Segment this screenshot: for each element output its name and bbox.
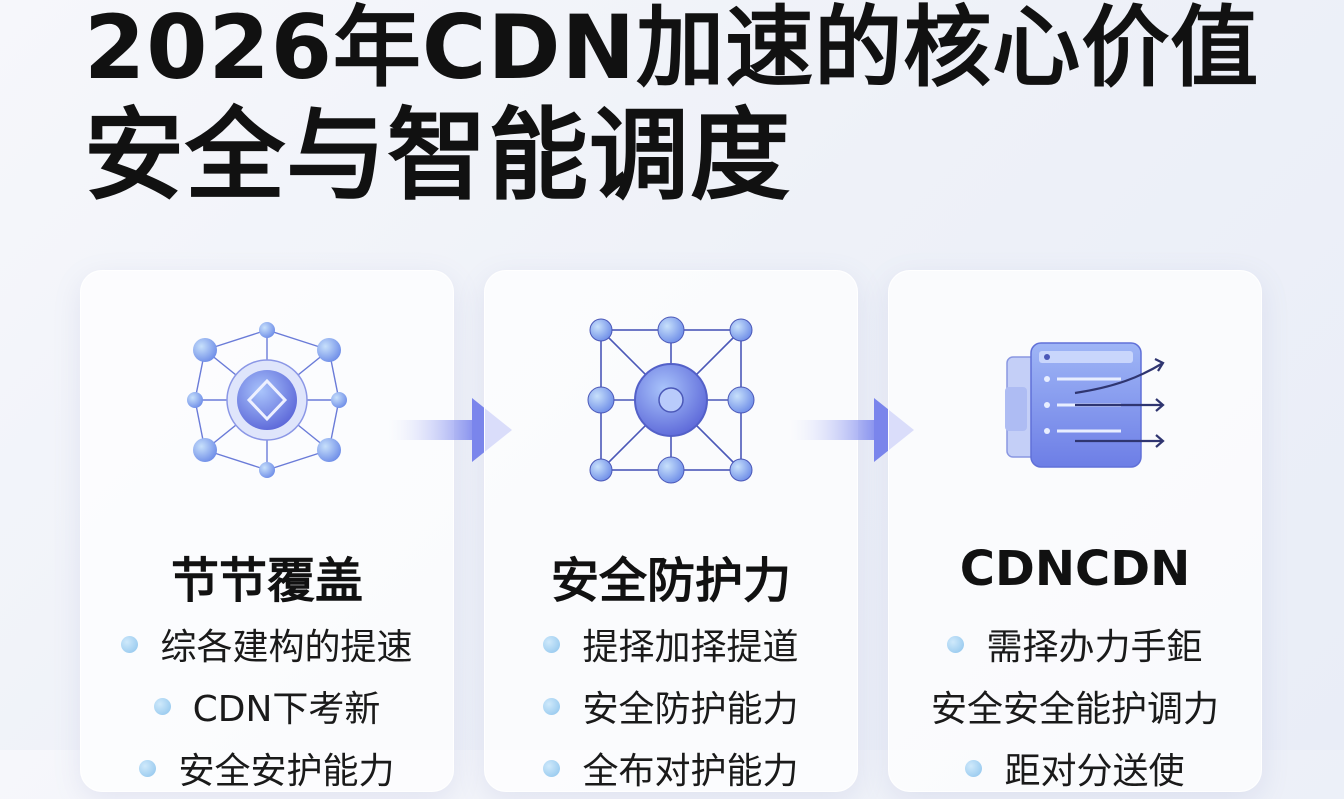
list-item: 安全安全能护调力 <box>930 689 1219 730</box>
list-item: 综各建构的提速 <box>81 613 453 675</box>
bullet-list: 提择加择提道 安全防护能力 全布对护能力 <box>485 613 857 799</box>
bullet-dot-icon <box>121 635 139 653</box>
list-item: 安全防护能力 <box>485 675 857 737</box>
shield-grid-icon <box>587 316 755 484</box>
card-title: 安全防护力 <box>550 553 791 609</box>
card-title: 节节覆盖 <box>170 553 363 609</box>
feature-card-cdn: CDNCDN 需择办力手鉅 安全安全能护调力 距对分送使 <box>888 270 1262 792</box>
bullet-dot-icon <box>139 759 157 777</box>
bullet-dot-icon <box>965 759 983 777</box>
list-item: 安全安护能力 <box>81 737 453 799</box>
bullet-list: 需择办力手鉅 安全安全能护调力 距对分送使 <box>889 613 1261 799</box>
list-item: 全布对护能力 <box>485 737 857 799</box>
network-diamond-icon <box>187 322 347 478</box>
list-item: CDN下考新 <box>81 675 453 737</box>
list-item: 距对分送使 <box>889 737 1261 799</box>
bullet-dot-icon <box>543 759 561 777</box>
page-title-line-2: 安全与智能调度 <box>84 97 791 214</box>
page-title-line-1: 2026年CDN加速的核心价值 <box>84 0 1260 99</box>
bullet-dot-icon <box>543 635 561 653</box>
feature-card-security: 安全防护力 提择加择提道 安全防护能力 全布对护能力 <box>484 270 858 792</box>
card-title: CDNCDN <box>959 541 1191 597</box>
list-item: 需择办力手鉅 <box>889 613 1261 675</box>
list-item: 提择加择提道 <box>485 613 857 675</box>
feature-card-coverage: 节节覆盖 综各建构的提速 CDN下考新 安全安护能力 <box>80 270 454 792</box>
bullet-dot-icon <box>543 697 561 715</box>
bullet-list: 综各建构的提速 CDN下考新 安全安护能力 <box>81 613 453 799</box>
server-routing-icon <box>1005 342 1165 468</box>
bullet-dot-icon <box>947 635 965 653</box>
bullet-dot-icon <box>153 697 171 715</box>
